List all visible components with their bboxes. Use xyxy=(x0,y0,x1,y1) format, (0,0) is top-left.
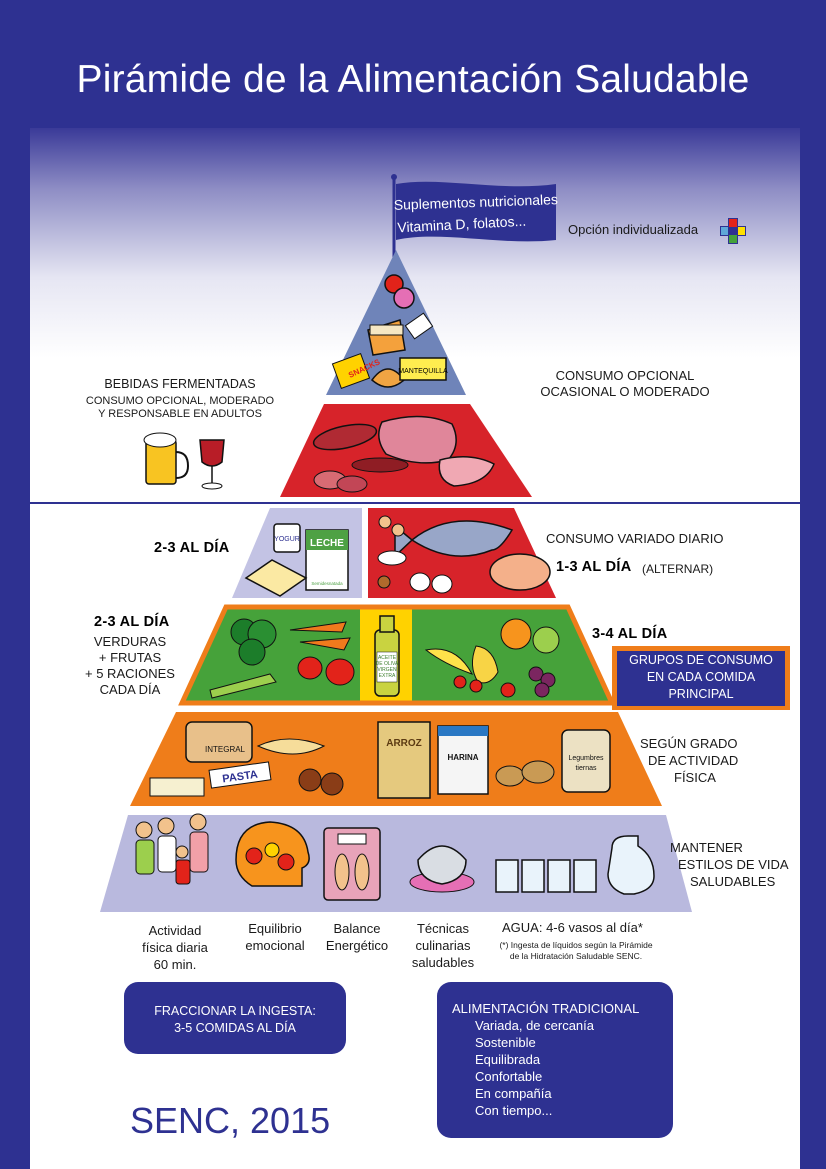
dairy-icons: YOGUR LECHE Semidesnatada xyxy=(244,523,349,597)
footer-credit: SENC, 2015 xyxy=(130,1100,331,1141)
tecnicas-line-2: culinarias xyxy=(415,938,471,953)
legumbres-label-1: Legumbres xyxy=(568,755,604,762)
pasta-label: PASTA xyxy=(222,769,259,786)
verduras-frequency: 2-3 AL DÍA xyxy=(94,614,170,630)
lifestyle-icons xyxy=(135,813,655,901)
tier-vegetables xyxy=(182,607,360,703)
equilibrio-line-1: Equilibrio xyxy=(248,921,302,936)
tecnicas-line-3: saludables xyxy=(411,955,475,970)
habito-equilibrio: Equilibrio emocional xyxy=(232,920,318,954)
tradicional-item: Variada, de cercanía xyxy=(475,1018,594,1033)
tradicional-item: En compañía xyxy=(475,1086,552,1101)
consumo-opcional-line-1: CONSUMO OPCIONAL xyxy=(555,368,695,383)
divider-line xyxy=(0,502,800,504)
variado-frequency: 1-3 AL DÍA xyxy=(556,559,632,575)
bebidas-line-1: CONSUMO OPCIONAL, MODERADO xyxy=(85,395,275,407)
harina-label: HARINA xyxy=(447,753,478,762)
page-title: Pirámide de la Alimentación Saludable xyxy=(76,58,750,101)
habito-tecnicas: Técnicas culinarias saludables xyxy=(400,920,486,971)
bebidas-line-2: Y RESPONSABLE EN ADULTOS xyxy=(98,408,262,420)
cereal-icons: INTEGRAL PASTA ARROZ HARINA Legumbres ti… xyxy=(149,721,611,799)
yogur-label: YOGUR xyxy=(274,536,300,543)
balance-line-2: Energético xyxy=(325,938,389,953)
grupos-line-1: GRUPOS DE CONSUMO xyxy=(629,653,773,667)
frutas-frequency: 3-4 AL DÍA xyxy=(592,626,668,642)
aceite-label-2: DE OLIVA xyxy=(376,661,399,667)
grupos-line-2: EN CADA COMIDA xyxy=(646,670,756,684)
legumbres-label-2: tiernas xyxy=(575,765,597,772)
segun-grado: SEGÚN GRADO DE ACTIVIDAD FÍSICA xyxy=(640,735,738,786)
habito-actividad: Actividad física diaria 60 min. xyxy=(120,922,230,973)
segun-line-2: DE ACTIVIDAD xyxy=(648,753,739,768)
meat-icons xyxy=(312,415,495,493)
verduras-line-2: + FRUTAS xyxy=(98,650,162,665)
variado-note: (ALTERNAR) xyxy=(642,562,714,576)
habito-balance: Balance Energético xyxy=(318,920,396,954)
tradicional-item: Confortable xyxy=(475,1069,543,1084)
protein-icons xyxy=(377,515,551,594)
agua-note-1: (*) Ingesta de líquidos según la Pirámid… xyxy=(499,940,653,950)
lacteos-frequency: 2-3 AL DÍA xyxy=(154,540,230,556)
tradicional-title: ALIMENTACIÓN TRADICIONAL xyxy=(452,1001,640,1016)
fraccionar-box: FRACCIONAR LA INGESTA: 3-5 COMIDAS AL DÍ… xyxy=(124,982,346,1054)
vegetable-icons xyxy=(209,618,355,699)
leche-label: LECHE xyxy=(310,538,344,549)
agua-note-2: de la Hidratación Saludable SENC. xyxy=(509,951,643,961)
balance-line-1: Balance xyxy=(333,921,381,936)
opcion-individualizada-label: Opción individualizada xyxy=(568,222,699,237)
sweets-icons: SNACKS MANTEQUILLA xyxy=(331,274,448,389)
mantequilla-label: MANTEQUILLA xyxy=(398,368,448,375)
fraccionar-line-1: FRACCIONAR LA INGESTA: xyxy=(154,1004,316,1018)
wine-glass-icon xyxy=(199,439,225,490)
actividad-line-2: física diaria xyxy=(142,940,208,955)
verduras-line-4: CADA DÍA xyxy=(99,682,161,697)
consumo-variado-label: CONSUMO VARIADO DIARIO xyxy=(546,531,724,546)
aceite-label-3: VIRGEN xyxy=(377,667,397,673)
flag-text-2: Vitamina D, folatos... xyxy=(397,213,527,236)
aceite-label-1: ACEITE xyxy=(378,655,397,661)
tradicional-box: ALIMENTACIÓN TRADICIONAL Variada, de cer… xyxy=(437,982,673,1138)
flag-text-1: Suplementos nutricionales xyxy=(393,191,558,213)
verduras-line-1: VERDURAS xyxy=(93,634,167,649)
equilibrio-line-2: emocional xyxy=(245,938,305,953)
arroz-label: ARROZ xyxy=(386,738,422,749)
grupos-line-3: PRINCIPAL xyxy=(668,687,734,701)
fruit-icons xyxy=(424,618,560,698)
mantener: MANTENER ESTILOS DE VIDA SALUDABLES xyxy=(670,839,789,890)
tradicional-item: Equilibrada xyxy=(475,1052,541,1067)
actividad-line-1: Actividad xyxy=(148,923,202,938)
olive-oil-bottle-icon: ACEITE DE OLIVA VIRGEN EXTRA xyxy=(374,615,400,697)
mantener-line-2: ESTILOS DE VIDA xyxy=(678,857,789,872)
fraccionar-line-2: 3-5 COMIDAS AL DÍA xyxy=(174,1021,296,1035)
segun-line-3: FÍSICA xyxy=(674,770,716,785)
plus-cross-icon xyxy=(720,218,746,244)
flag-banner xyxy=(396,181,556,242)
grupos-box: GRUPOS DE CONSUMO EN CADA COMIDA PRINCIP… xyxy=(612,646,790,710)
aceite-label-4: EXTRA xyxy=(379,673,396,679)
verduras-line-3: + 5 RACIONES xyxy=(85,666,175,681)
mantener-line-1: MANTENER xyxy=(670,840,743,855)
consumo-opcional-line-2: OCASIONAL O MODERADO xyxy=(540,384,710,399)
habito-agua: AGUA: 4-6 vasos al día* xyxy=(502,920,643,935)
integral-label: INTEGRAL xyxy=(205,745,246,754)
agua-note: (*) Ingesta de líquidos según la Pirámid… xyxy=(478,940,674,962)
tradicional-item: Con tiempo... xyxy=(475,1103,553,1118)
tecnicas-line-1: Técnicas xyxy=(416,921,470,936)
semi-label: Semidesnatada xyxy=(311,581,343,586)
tradicional-item: Sostenible xyxy=(475,1035,536,1050)
mantener-line-3: SALUDABLES xyxy=(690,874,776,889)
actividad-line-3: 60 min. xyxy=(153,957,197,972)
bebidas-title: BEBIDAS FERMENTADAS xyxy=(104,377,256,391)
segun-line-1: SEGÚN GRADO xyxy=(640,736,738,751)
beer-glass-icon xyxy=(143,432,190,485)
